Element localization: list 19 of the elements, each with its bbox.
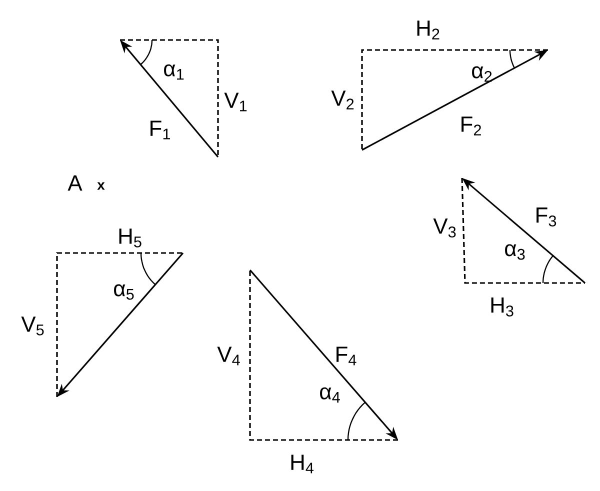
vector-label: V$_{4}$ [217,346,240,366]
vector-label: H$_{4}$ [291,454,314,474]
vector-label: V$_{5}$ [21,316,44,336]
point-mark: x [97,182,105,190]
vector-label: F$_{1}$ [150,120,170,140]
vector-label: V$_{1}$ [224,92,247,112]
point-label: A [68,175,82,191]
vector-label: F$_{2}$ [462,116,481,136]
angle-label: α$_{3}$ [505,244,525,260]
vector-label: V$_{2}$ [331,90,354,110]
vector-label: H$_{5}$ [119,228,142,248]
vector-label: F$_{3}$ [536,208,556,226]
angle-label: α$_{4}$ [320,387,340,403]
vector-label: H$_{2}$ [417,20,440,40]
vector-label: H$_{3}$ [491,298,514,316]
vector-label: V$_{3}$ [433,218,456,238]
vector-label: F$_{4}$ [336,346,356,366]
angle-label: α$_{5}$ [114,284,134,300]
angle-label: α$_{1}$ [164,64,184,80]
